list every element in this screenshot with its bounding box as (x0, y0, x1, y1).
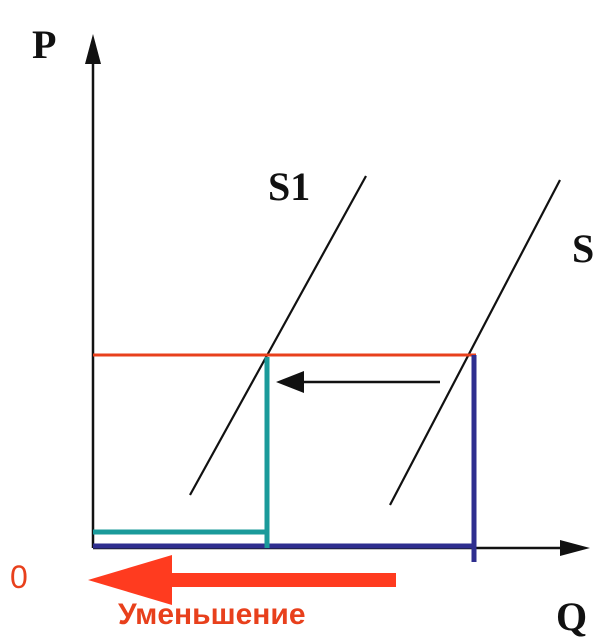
shift-left-arrow-icon (276, 371, 440, 393)
x-axis-arrowhead-icon (560, 540, 590, 556)
x-axis-label: Q (556, 594, 587, 637)
y-axis-arrowhead-icon (85, 34, 101, 64)
curve-label-s1: S1 (268, 164, 310, 209)
supply-curve-s (389, 179, 561, 506)
curve-label-s: S (572, 226, 594, 271)
supply-curve-s1 (189, 175, 367, 496)
decrease-caption: Уменьшение (118, 598, 306, 631)
decrease-left-arrow-icon (88, 555, 396, 605)
origin-label: 0 (10, 559, 28, 595)
y-axis-label: P (32, 22, 56, 67)
axes (85, 34, 590, 556)
